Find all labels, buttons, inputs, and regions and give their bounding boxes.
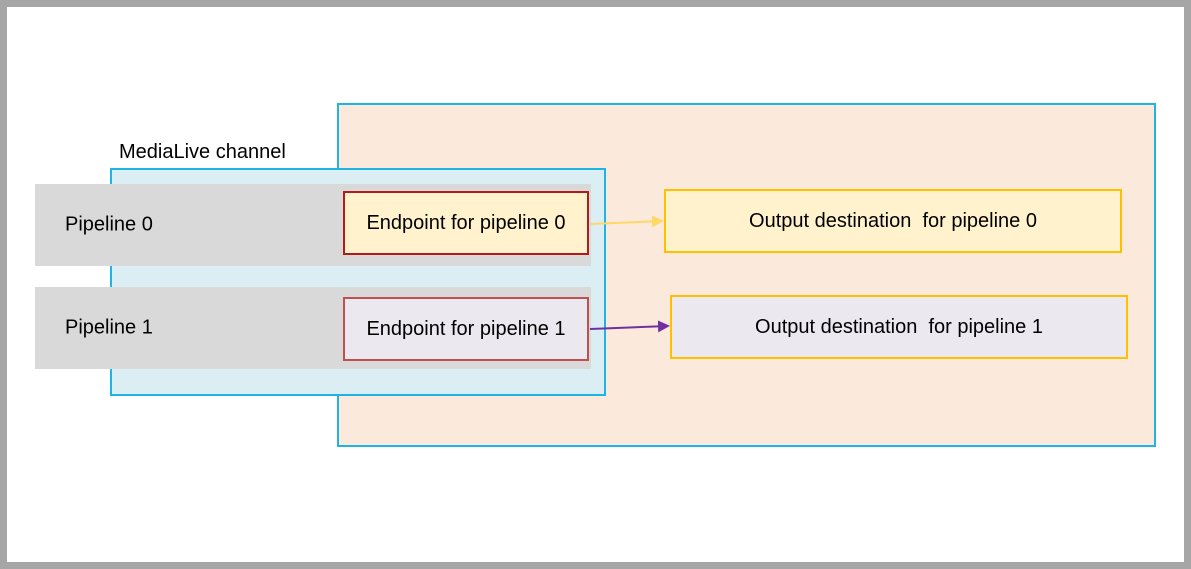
output-destination-pipeline-1-label: Output destination for pipeline 1 xyxy=(755,315,1043,338)
endpoint-pipeline-0-label: Endpoint for pipeline 0 xyxy=(366,211,566,234)
pipeline-0-label: Pipeline 0 xyxy=(65,213,153,236)
output-destination-pipeline-0-label: Output destination for pipeline 0 xyxy=(749,209,1037,232)
output-destination-pipeline-0: Output destination for pipeline 0 xyxy=(664,189,1122,253)
medialive-channel-label: MediaLive channel xyxy=(119,141,286,163)
endpoint-pipeline-1-label: Endpoint for pipeline 1 xyxy=(366,317,566,340)
endpoint-pipeline-1: Endpoint for pipeline 1 xyxy=(343,297,589,361)
output-destination-pipeline-1: Output destination for pipeline 1 xyxy=(670,295,1128,359)
endpoint-pipeline-0: Endpoint for pipeline 0 xyxy=(343,191,589,255)
pipeline-1-label: Pipeline 1 xyxy=(65,316,153,339)
